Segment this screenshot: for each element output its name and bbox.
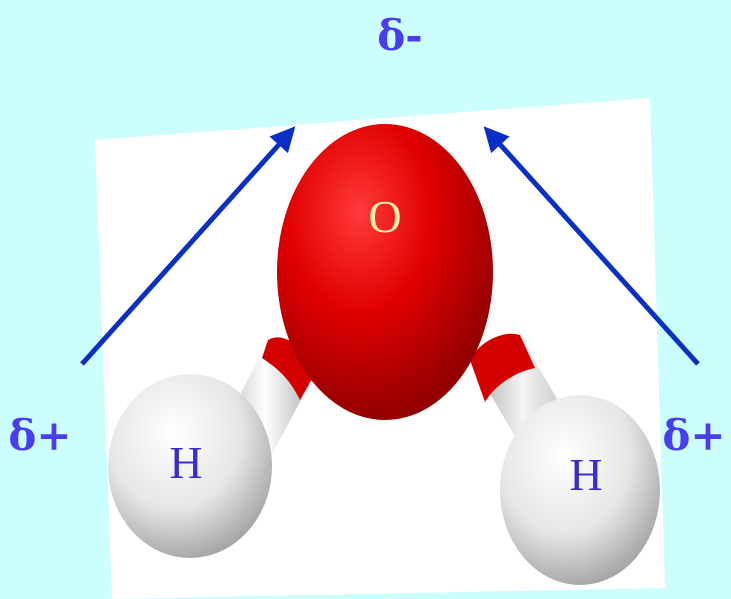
- hydrogen-label-left: H: [169, 437, 202, 488]
- charge-label-left: δ+: [8, 411, 71, 460]
- hydrogen-atom-left: [108, 374, 272, 558]
- arrow-right: [483, 126, 700, 366]
- charge-label-top: δ-: [377, 11, 422, 60]
- oxygen-atom: [277, 124, 493, 420]
- hydrogen-label-right: H: [569, 449, 602, 500]
- charge-label-right: δ+: [662, 411, 725, 460]
- arrow-left: [80, 126, 296, 366]
- oxygen-label: O: [368, 191, 401, 242]
- hydrogen-atom-right: [500, 395, 660, 585]
